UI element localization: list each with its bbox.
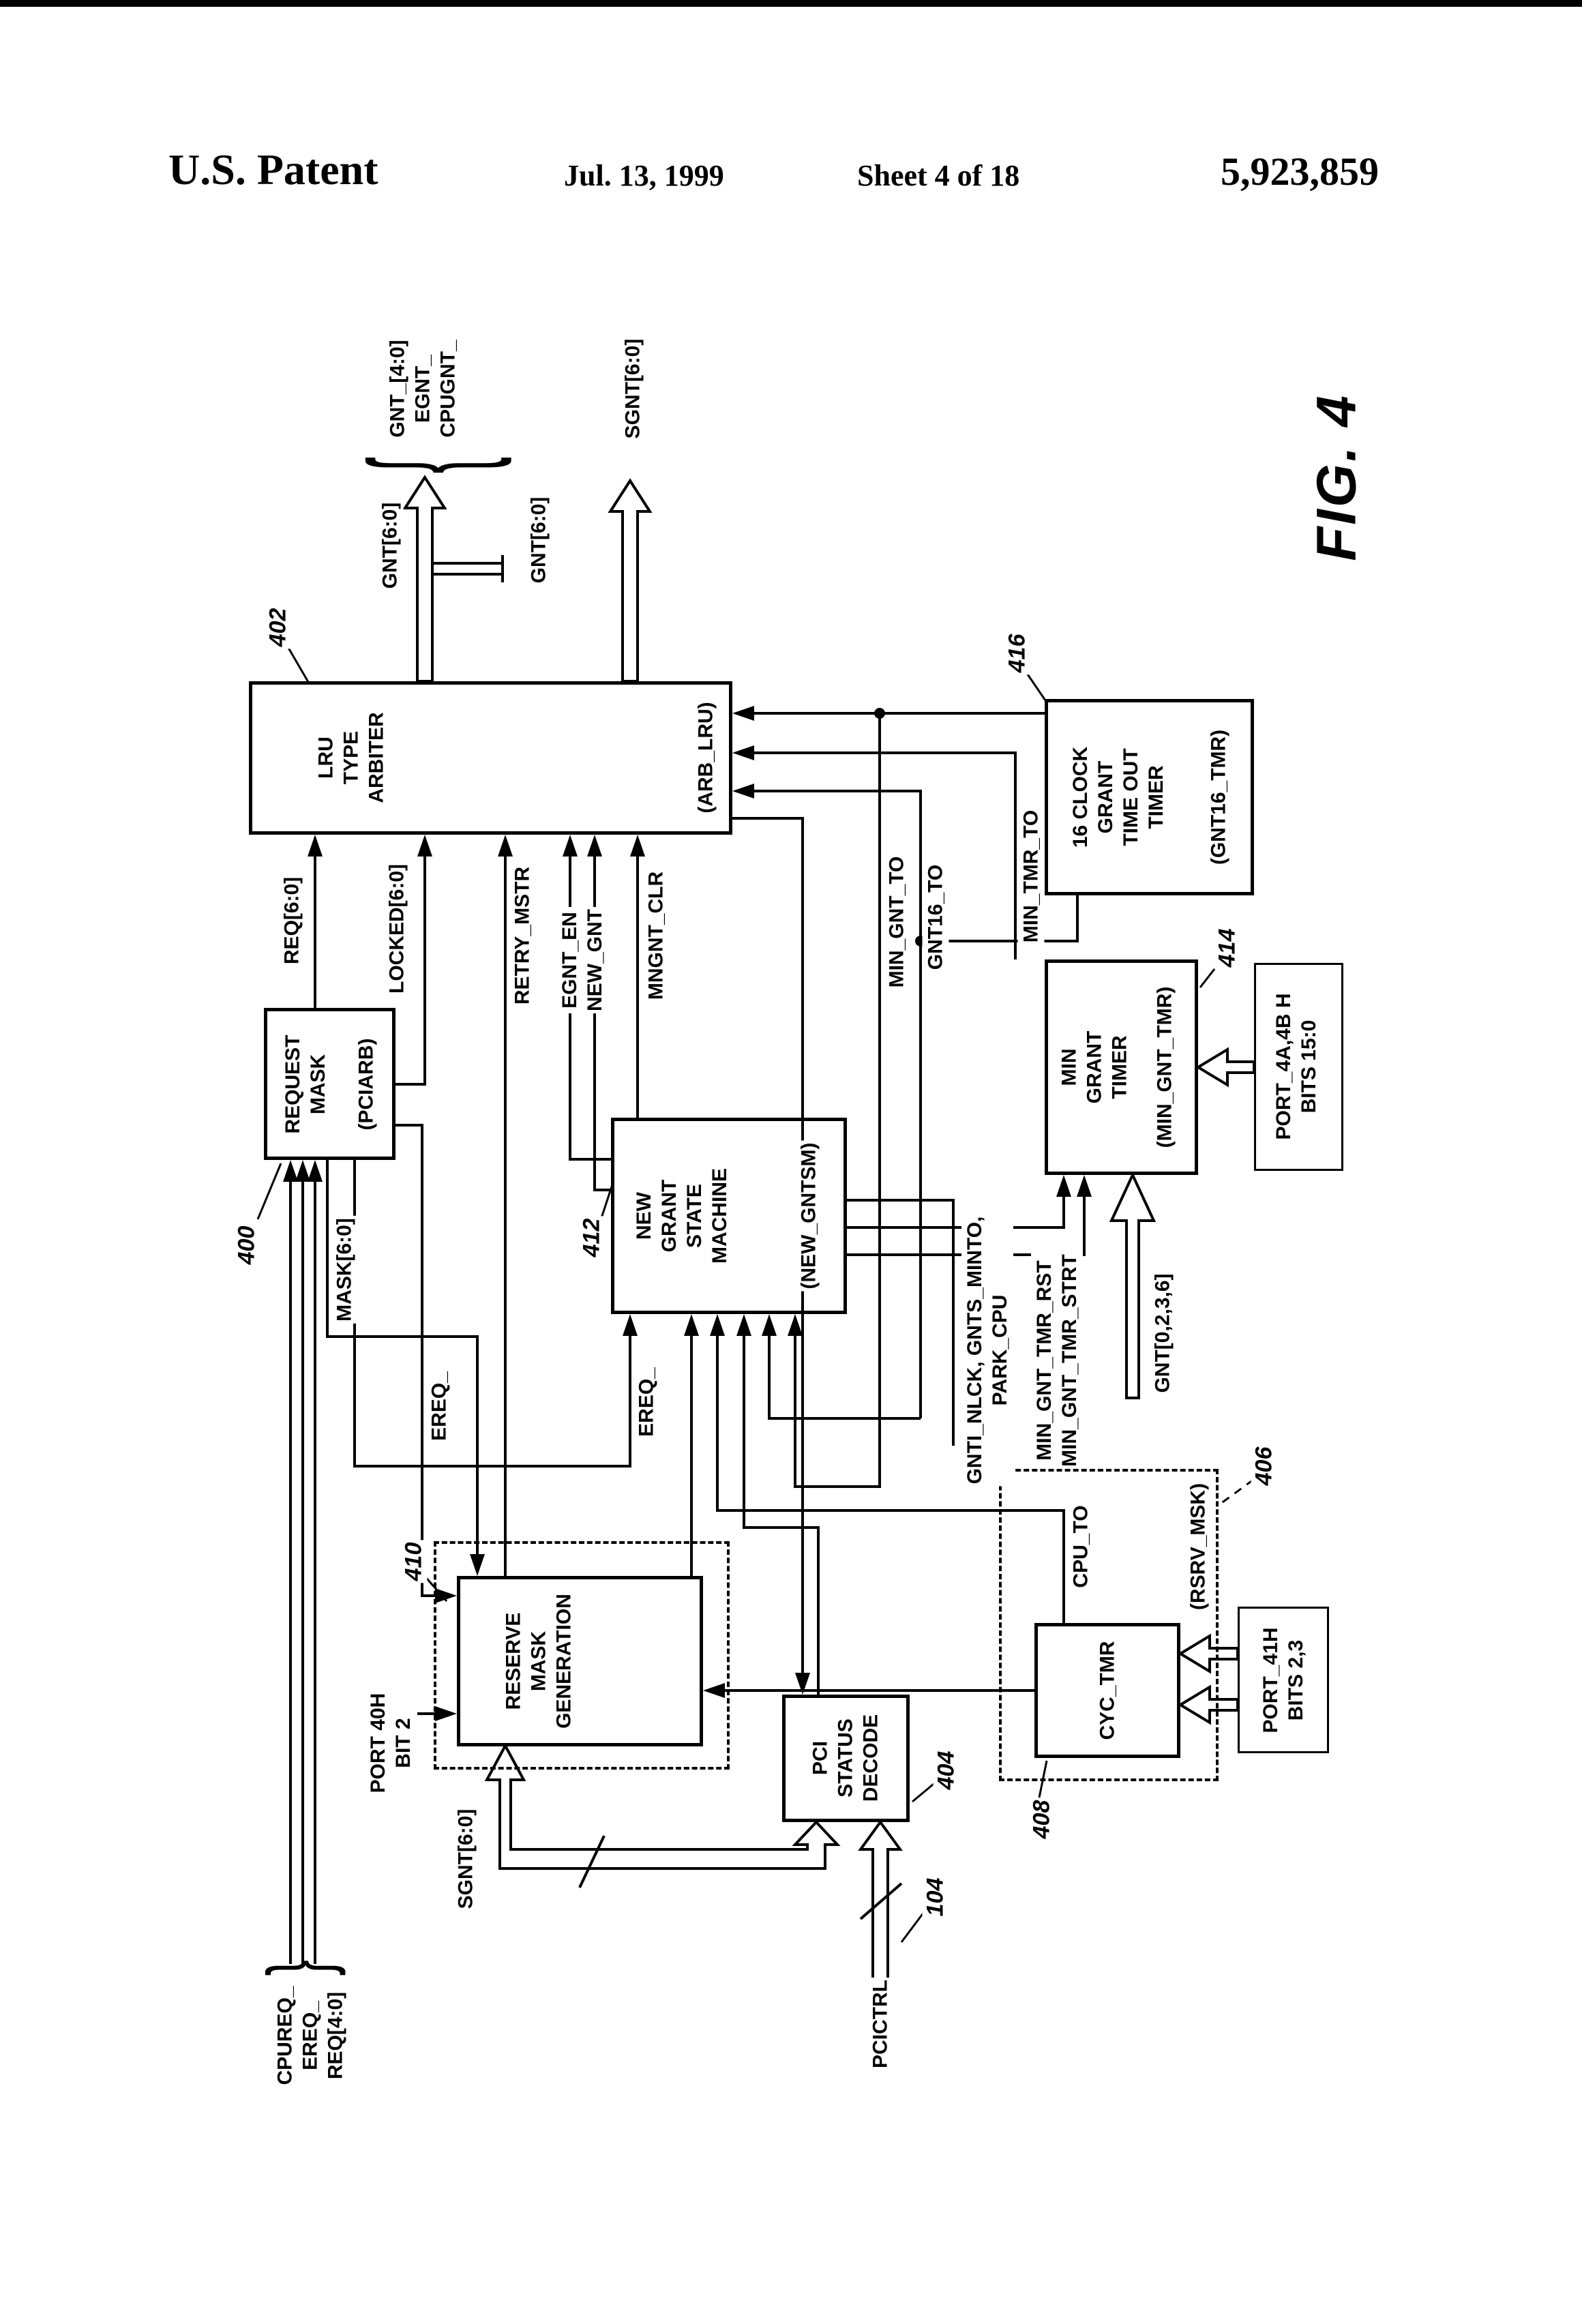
gnt-bus-arrow [402, 475, 447, 683]
label-min-grant-timer: MIN GRANT TIMER [1056, 1028, 1133, 1106]
patent-header-sheet: Sheet 4 of 18 [857, 159, 1020, 192]
patent-header-title: U.S. Patent [168, 145, 378, 194]
label-mask: MASK[6:0] [331, 1216, 358, 1324]
label-pci-status-decode: PCI STATUS DECODE [807, 1712, 884, 1804]
ref-410: 410 [400, 1540, 428, 1583]
label-gnt0236: GNT[0,2,3,6] [1149, 1271, 1176, 1395]
ref-400: 400 [233, 1223, 260, 1267]
label-rsrv-msk-tag: (RSRV_MSK) [1184, 1480, 1212, 1613]
brace-gnt-outputs: { [337, 456, 513, 474]
dashed-box-rsrv-msk [999, 1469, 1219, 1781]
label-min-gnt-tmr-rst-strt: MIN_GNT_TMR_RST MIN_GNT_TMR_STRT [1031, 1252, 1083, 1469]
patent-header-number: 5,923,859 [1221, 149, 1379, 194]
port41h-bus-arrow-1 [1178, 1633, 1239, 1674]
label-sgnt-bottom: SGNT[6:0] [452, 1806, 479, 1911]
label-ereq-left: EREQ_ [426, 1369, 453, 1443]
label-port40h-bit2: PORT 40H BIT 2 [365, 1690, 417, 1796]
ref-404: 404 [933, 1748, 960, 1792]
label-min-gnt-tmr-tag: (MIN_GNT_TMR) [1151, 984, 1178, 1150]
label-sgnt-top: SGNT[6:0] [619, 336, 646, 441]
label-cpu-to: CPU_TO [1067, 1503, 1094, 1590]
dashed-box-reserve-mask [434, 1541, 730, 1770]
label-gnt6-tap: GNT[6:0] [525, 494, 552, 586]
ref-402: 402 [265, 606, 292, 649]
label-gnt16-to: GNT16_TO [922, 862, 949, 972]
block-gnt16-timer [1045, 699, 1254, 895]
label-port-4a4b: PORT_4A,4B H BITS 15:0 [1270, 991, 1322, 1142]
label-new-grant-sm: NEW GRANT STATE MACHINE [631, 1166, 733, 1266]
ref-408: 408 [1028, 1798, 1056, 1841]
label-retry-mstr: RETRY_MSTR [509, 864, 536, 1007]
block-min-grant-timer [1045, 959, 1198, 1175]
block-pci-status-decode [782, 1695, 910, 1822]
ref-414: 414 [1214, 926, 1241, 970]
label-gnti-group: GNTI_NLCK, GNTS_MINTO, PARK_CPU [961, 1214, 1013, 1487]
port4a4b-bus-arrow [1195, 1047, 1255, 1088]
label-locked: LOCKED[6:0] [383, 861, 411, 996]
port41h-bus-arrow-2 [1178, 1684, 1239, 1725]
label-gnt16-timer: 16 CLOCK GRANT TIME OUT TIMER [1067, 744, 1169, 850]
label-min-gnt-to: MIN_GNT_TO [883, 854, 910, 990]
arrowheads [283, 706, 1092, 1721]
label-ereq-right: EREQ_ [633, 1365, 660, 1439]
bus-ticks [578, 1835, 903, 1920]
label-port-41h: PORT_41H BITS 2,3 [1257, 1625, 1309, 1735]
label-cpureq-group: CPUREQ_ EREQ_ REQ[4:0] [271, 1984, 349, 2087]
ref-406: 406 [1251, 1444, 1278, 1488]
gnt0236-bus-arrow [1109, 1172, 1156, 1399]
label-req: REQ[6:0] [278, 874, 305, 967]
label-arb-lru-tag: (ARB_LRU) [692, 700, 719, 816]
patent-header-date: Jul. 13, 1999 [564, 159, 724, 192]
brace-cpureq-group: { [264, 1960, 361, 1976]
block-lru-arbiter [249, 681, 732, 835]
label-lru-arbiter: LRU TYPE ARBITER [312, 710, 390, 805]
label-request-mask: REQUEST MASK [280, 1032, 331, 1136]
block-reserve-mask-generation [457, 1576, 703, 1746]
ref-416: 416 [1004, 631, 1031, 675]
label-min-tmr-to: MIN_TMR_TO [1017, 807, 1045, 945]
block-new-grant-state-machine [611, 1118, 847, 1314]
label-pciarb-tag: (PCIARB) [353, 1036, 380, 1133]
label-egnt-en-new-gnt: EGNT_EN NEW_GNT [556, 907, 608, 1013]
label-mngnt-clr: MNGNT_CLR [642, 869, 670, 1002]
ref-104: 104 [922, 1875, 949, 1919]
block-port-41h [1238, 1607, 1329, 1753]
block-request-mask [264, 1008, 395, 1160]
sgnt-top-bus-arrow [608, 478, 653, 683]
block-port-4a4b [1254, 963, 1343, 1171]
bus-arrows [402, 475, 1255, 1986]
label-cyc-tmr: CYC_TMR [1094, 1639, 1121, 1742]
label-pcictrl: PCICTRL [867, 1978, 894, 2070]
scan-edge-artifact [0, 0, 1582, 7]
label-gnt-output-group: GNT_[4:0] EGNT_ CPUGNT_ [384, 338, 462, 440]
figure-label: FIG. 4 [1305, 393, 1368, 561]
ref-412: 412 [578, 1216, 606, 1260]
label-gnt6-left: GNT[6:0] [376, 500, 404, 591]
label-gnt16-tmr-tag: (GNT16_TMR) [1205, 727, 1232, 867]
label-reserve-mask-generation: RESERVE MASK GENERATION [500, 1592, 578, 1731]
label-new-gntsm-tag: (NEW_GNTSM) [795, 1140, 822, 1292]
block-cyc-tmr [1034, 1623, 1180, 1758]
